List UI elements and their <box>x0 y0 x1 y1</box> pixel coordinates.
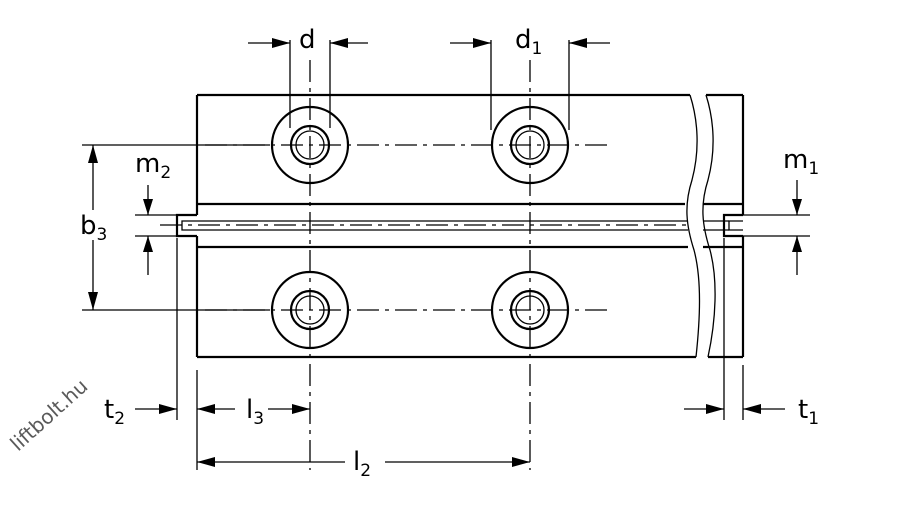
label-m1: m1 <box>783 145 819 179</box>
dim-b3 <box>82 144 270 311</box>
label-d1: d1 <box>515 25 542 59</box>
break-lines <box>686 94 716 358</box>
hole-top-left <box>270 105 350 185</box>
label-l2: l2 <box>353 447 371 481</box>
dim-t1 <box>684 238 785 420</box>
dim-m2 <box>135 185 177 275</box>
hole-bottom-left <box>270 270 350 350</box>
center-lines <box>160 60 690 470</box>
rail-body <box>175 93 745 359</box>
label-m2: m2 <box>135 149 171 183</box>
label-t2: t2 <box>104 395 125 429</box>
dim-m1 <box>743 180 810 275</box>
dim-d <box>248 38 368 128</box>
hole-bottom-right <box>490 270 570 350</box>
hole-top-right <box>490 105 570 185</box>
label-t1: t1 <box>798 395 819 429</box>
label-d: d <box>299 25 316 55</box>
label-l3: l3 <box>246 395 264 429</box>
dim-t2-l3 <box>135 238 310 470</box>
dim-l2 <box>197 457 530 467</box>
label-b3: b3 <box>80 211 107 245</box>
watermark: liftbolt.hu <box>5 374 92 456</box>
dim-d1 <box>450 38 610 130</box>
